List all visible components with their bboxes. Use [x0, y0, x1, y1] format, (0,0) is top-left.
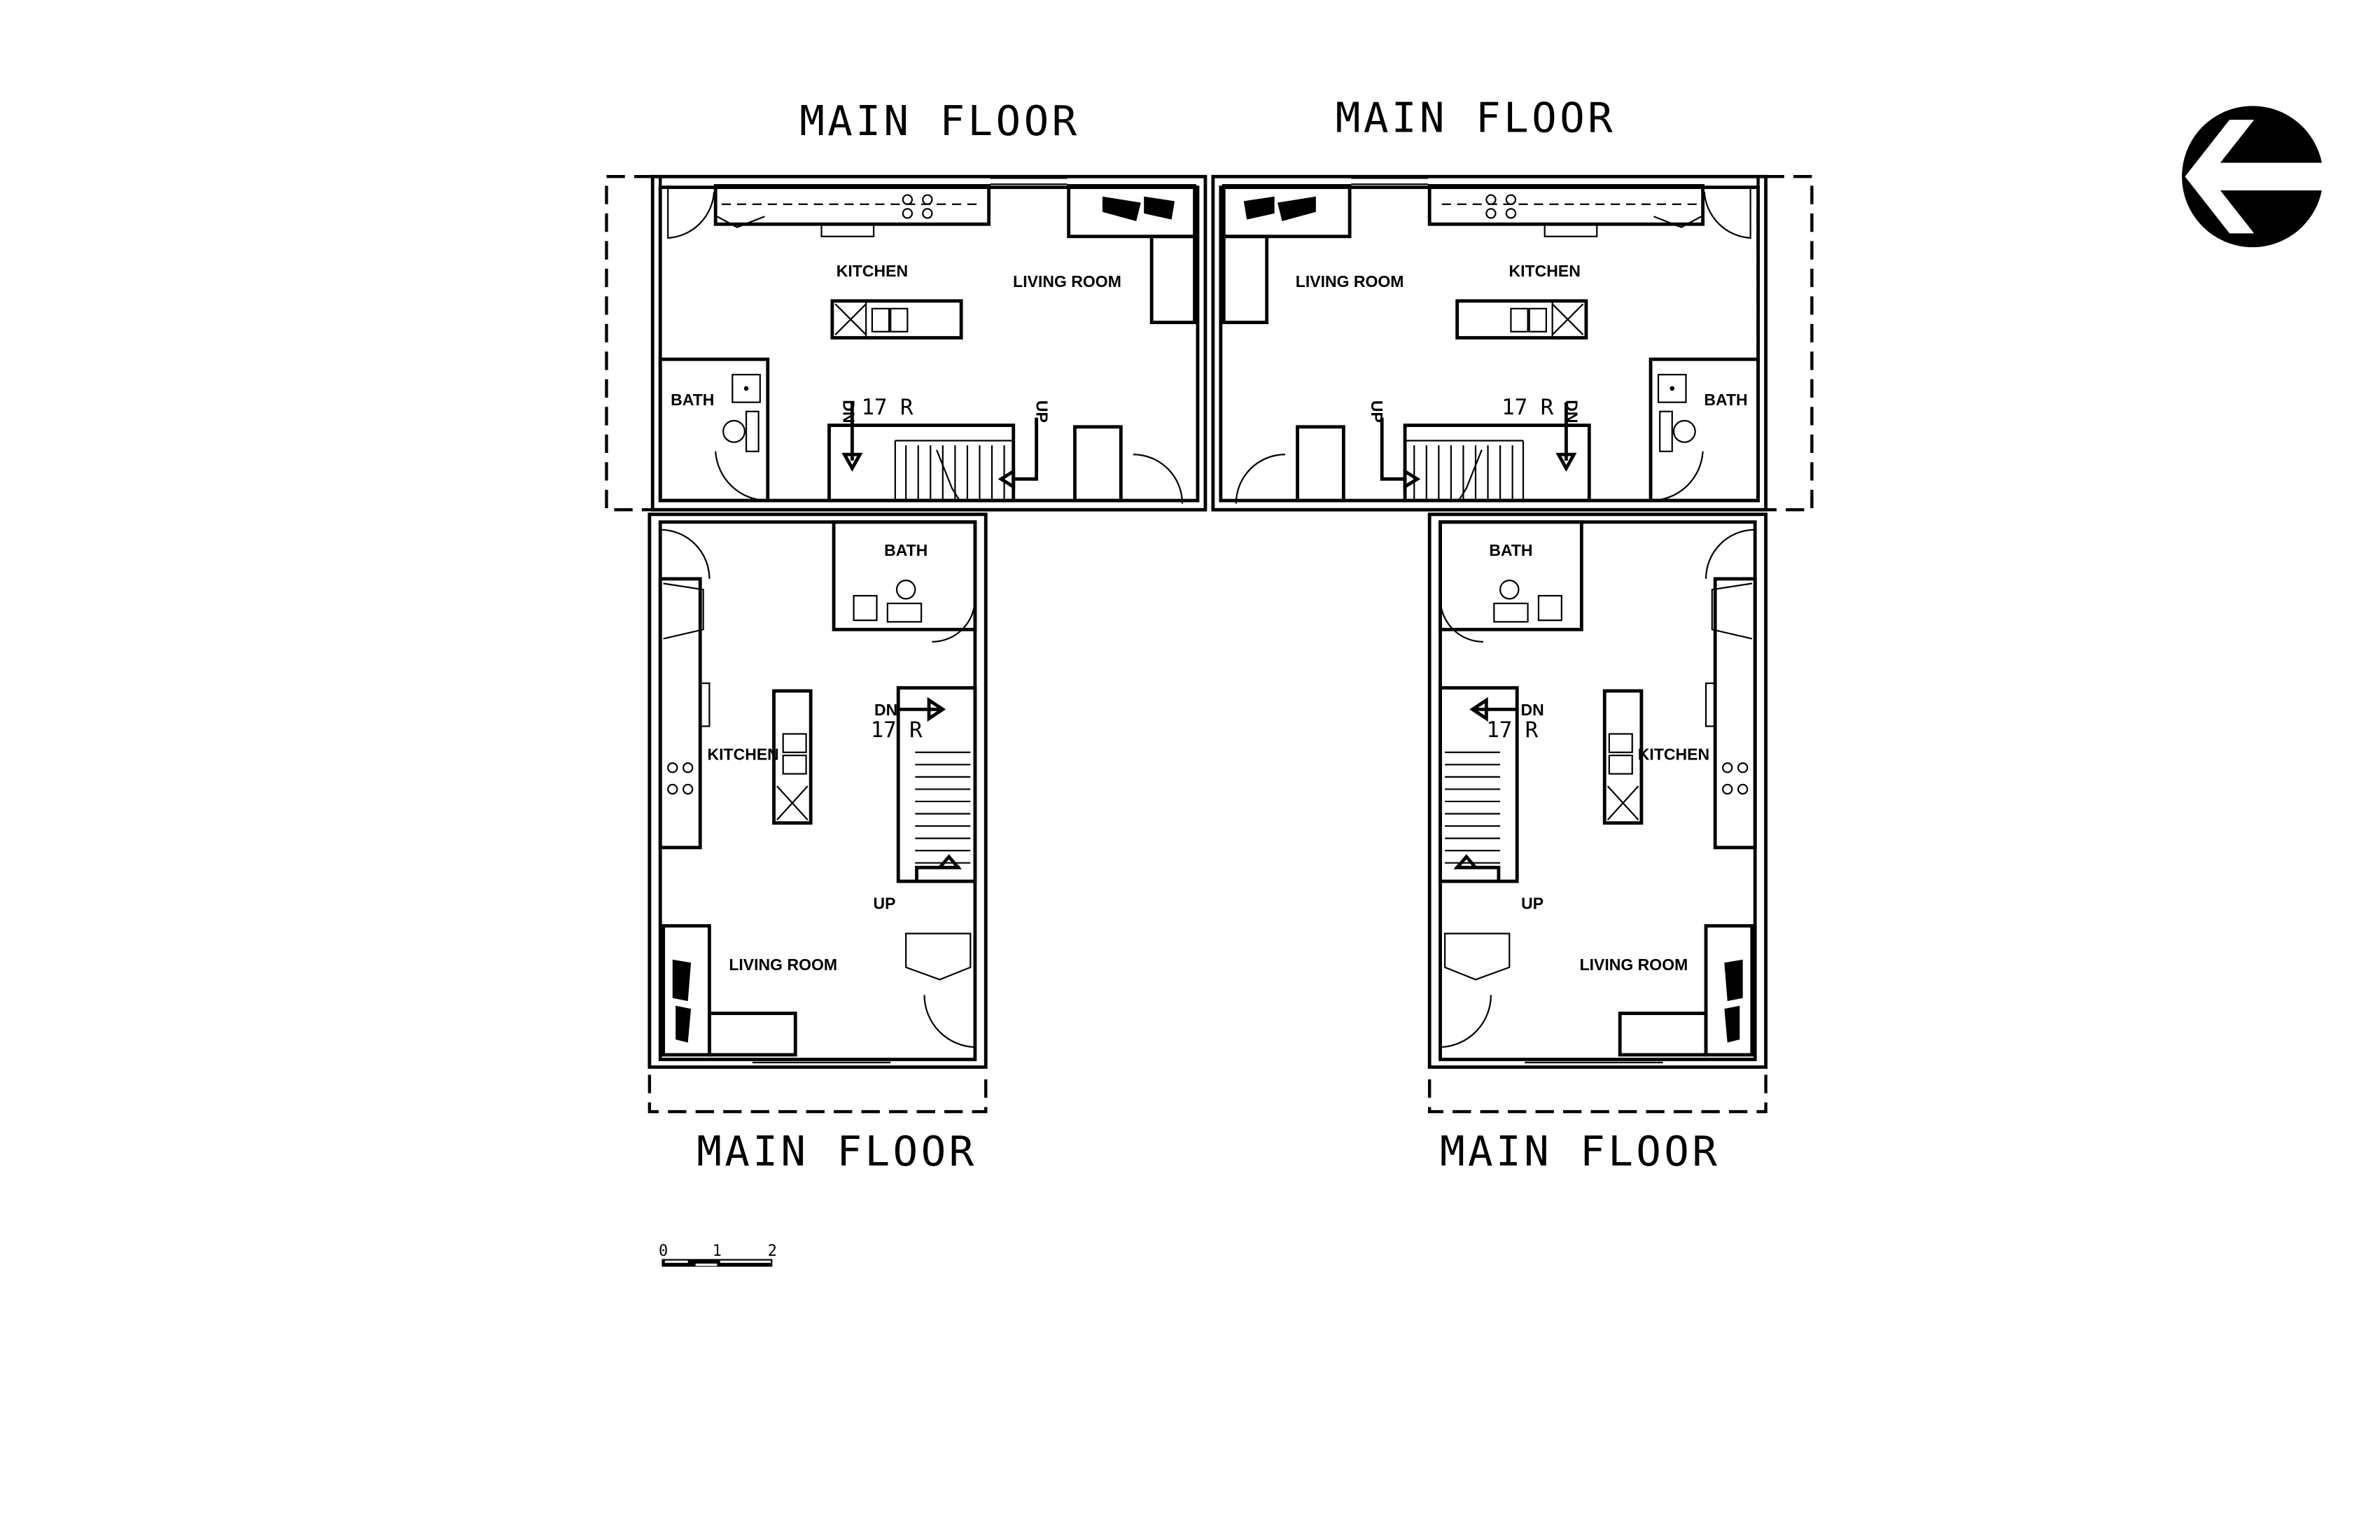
stair-riser-count: 17 R [1502, 396, 1553, 420]
svg-text:0: 0 [659, 1242, 668, 1260]
label-kitchen: KITCHEN [836, 262, 908, 280]
stair-up-label: UP [1033, 400, 1051, 423]
stair-up-label: UP [873, 895, 895, 913]
svg-text:1: 1 [713, 1242, 722, 1260]
scale-bar: 0 1 2 [659, 1242, 777, 1267]
label-living-room: LIVING ROOM [1580, 955, 1688, 974]
title-lower-left: MAIN FLOOR [696, 1127, 976, 1175]
title-upper-right: MAIN FLOOR [1336, 94, 1616, 142]
label-bath: BATH [884, 541, 927, 559]
title-lower-right: MAIN FLOOR [1440, 1127, 1720, 1175]
unit-upper-right [1213, 176, 1812, 510]
stair-riser-count: 17 R [1486, 718, 1538, 743]
stair-up-label: UP [1368, 400, 1386, 423]
north-arrow-icon [2182, 106, 2325, 248]
unit-lower-right [1429, 514, 1765, 1112]
stair-riser-count: 17 R [862, 396, 913, 420]
label-kitchen: KITCHEN [1638, 746, 1709, 764]
unit-upper-left [606, 176, 1205, 510]
stair-down-label: DN [839, 400, 858, 423]
stair-up-label: UP [1521, 895, 1544, 913]
label-living-room: LIVING ROOM [729, 955, 837, 974]
stair-down-label: DN [1562, 400, 1581, 423]
label-kitchen: KITCHEN [1509, 262, 1581, 280]
title-upper-left: MAIN FLOOR [799, 97, 1079, 145]
label-living-room: LIVING ROOM [1013, 272, 1121, 290]
svg-text:2: 2 [768, 1242, 777, 1260]
label-bath: BATH [1489, 541, 1532, 559]
stair-down-label: DN [1521, 701, 1544, 719]
label-bath: BATH [671, 391, 714, 409]
unit-lower-left [650, 514, 986, 1112]
label-kitchen: KITCHEN [708, 746, 779, 764]
label-living-room: LIVING ROOM [1296, 272, 1404, 290]
stair-down-label: DN [874, 701, 897, 719]
label-bath: BATH [1704, 391, 1747, 409]
stair-riser-count: 17 R [871, 718, 923, 743]
